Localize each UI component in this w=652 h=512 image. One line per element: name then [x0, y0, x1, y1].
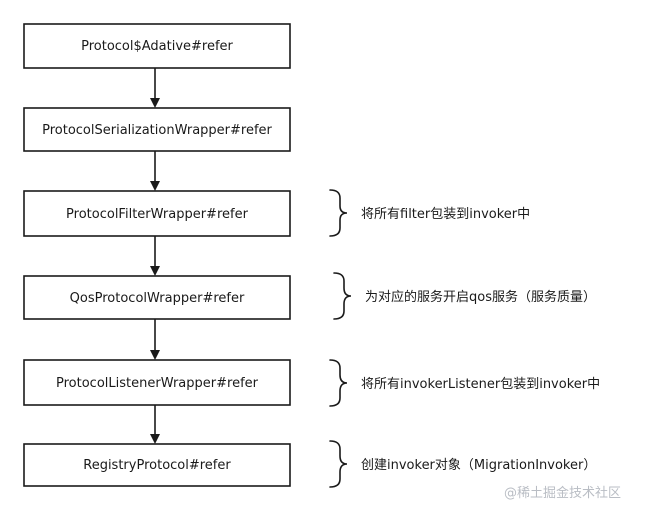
node-protocol-adative: Protocol$Adative#refer — [23, 23, 291, 69]
node-filter-wrapper: ProtocolFilterWrapper#refer — [23, 190, 291, 237]
node-label: ProtocolSerializationWrapper#refer — [42, 123, 272, 138]
node-listener-wrapper: ProtocolListenerWrapper#refer — [23, 359, 291, 406]
brace-icon — [329, 359, 348, 407]
node-label: QosProtocolWrapper#refer — [70, 291, 245, 306]
annotation-filter: 将所有filter包装到invoker中 — [361, 207, 530, 222]
annotation-registry: 创建invoker对象（MigrationInvoker） — [361, 458, 596, 473]
node-label: ProtocolFilterWrapper#refer — [66, 207, 249, 222]
node-label: ProtocolListenerWrapper#refer — [56, 376, 259, 391]
braces — [329, 189, 352, 488]
brace-icon — [329, 189, 348, 237]
node-label: Protocol$Adative#refer — [81, 39, 233, 54]
node-label: RegistryProtocol#refer — [83, 458, 231, 473]
watermark: @稀土掘金技术社区 — [504, 486, 622, 501]
node-qos-wrapper: QosProtocolWrapper#refer — [23, 275, 291, 320]
node-registry-protocol: RegistryProtocol#refer — [23, 443, 291, 487]
annotation-qos: 为对应的服务开启qos服务（服务质量） — [365, 289, 596, 305]
brace-icon — [333, 272, 352, 320]
brace-icon — [329, 440, 348, 488]
annotation-listener: 将所有invokerListener包装到invoker中 — [361, 377, 600, 392]
node-serialization-wrapper: ProtocolSerializationWrapper#refer — [23, 107, 291, 152]
